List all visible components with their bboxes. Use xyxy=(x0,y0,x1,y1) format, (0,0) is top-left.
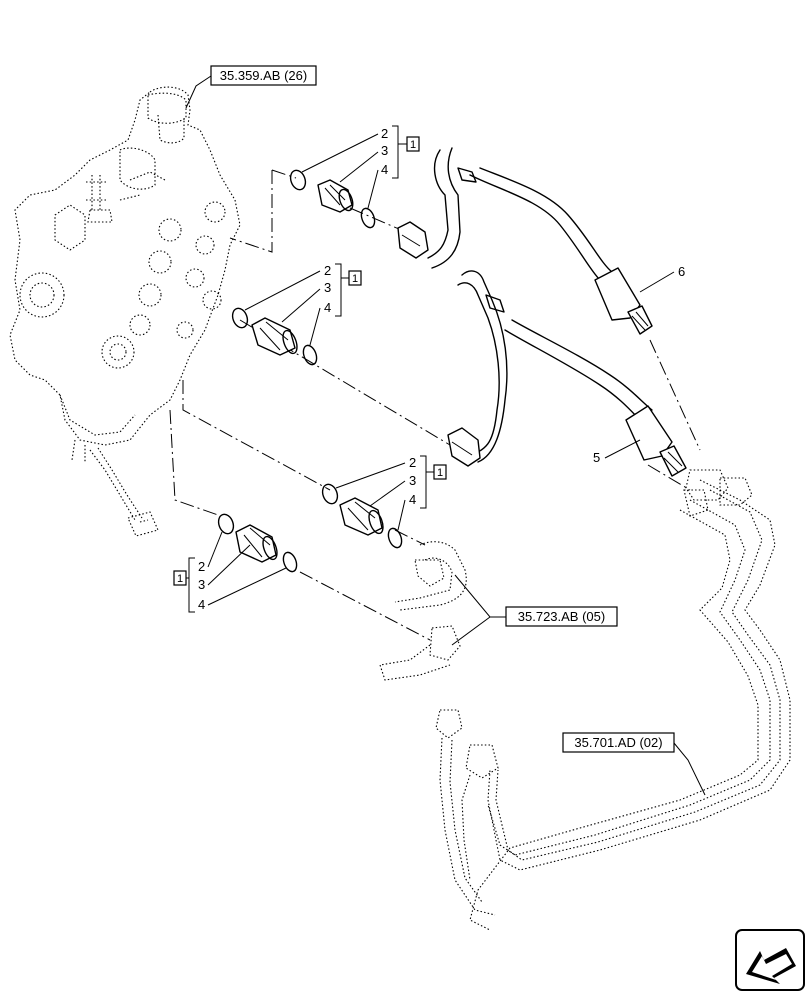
callout-hose-upper: 6 xyxy=(639,264,685,293)
callout-group-bottom: 1 2 3 4 xyxy=(173,531,287,613)
hose-upper xyxy=(397,147,653,335)
fitting-set-top xyxy=(289,169,376,229)
callout-hose-lower: 5 xyxy=(593,439,641,465)
kit-label-upper-mid: 1 xyxy=(352,273,358,285)
arrow-icon[interactable] xyxy=(735,929,805,991)
callout-group-upper-mid: 1 2 3 4 xyxy=(244,263,362,346)
callout-ring-upper-mid: 4 xyxy=(324,300,331,315)
kit-label-bottom: 1 xyxy=(177,573,183,585)
control-valve-block xyxy=(9,86,241,537)
reference-valve[interactable]: 35.359.AB (26) xyxy=(185,65,317,109)
reference-valve-label: 35.359.AB (26) xyxy=(220,68,307,83)
kit-label-top: 1 xyxy=(410,139,416,151)
callout-ring-bottom: 4 xyxy=(198,597,205,612)
callout-oring-bottom: 2 xyxy=(198,559,205,574)
reference-pipes-bottom-label: 35.701.AD (02) xyxy=(574,735,662,750)
callout-ring-lower-mid: 4 xyxy=(409,492,416,507)
callout-fitting-upper-mid: 3 xyxy=(324,280,331,295)
reference-pipes-bottom[interactable]: 35.701.AD (02) xyxy=(562,732,706,796)
callout-group-lower-mid: 1 2 3 4 xyxy=(335,455,447,531)
callout-oring-lower-mid: 2 xyxy=(409,455,416,470)
callout-group-top: 1 2 3 4 xyxy=(301,125,420,209)
pipes-bottom xyxy=(435,469,791,931)
callout-hose-lower-label: 5 xyxy=(593,450,600,465)
callout-oring-top: 2 xyxy=(381,126,388,141)
callout-hose-upper-label: 6 xyxy=(678,264,685,279)
callout-fitting-top: 3 xyxy=(381,143,388,158)
callout-fitting-bottom: 3 xyxy=(198,577,205,592)
reference-pipes-mid-label: 35.723.AB (05) xyxy=(518,609,605,624)
pipes-mid xyxy=(379,541,467,681)
reference-pipes-mid[interactable]: 35.723.AB (05) xyxy=(451,574,618,646)
fitting-set-lower-mid xyxy=(321,483,403,549)
fitting-set-bottom xyxy=(217,513,298,573)
center-lines xyxy=(169,169,701,641)
fitting-set-upper-mid xyxy=(231,307,318,366)
callout-fitting-lower-mid: 3 xyxy=(409,473,416,488)
hose-lower xyxy=(447,270,687,477)
callout-oring-upper-mid: 2 xyxy=(324,263,331,278)
callout-ring-top: 4 xyxy=(381,162,388,177)
kit-label-lower-mid: 1 xyxy=(437,467,443,479)
